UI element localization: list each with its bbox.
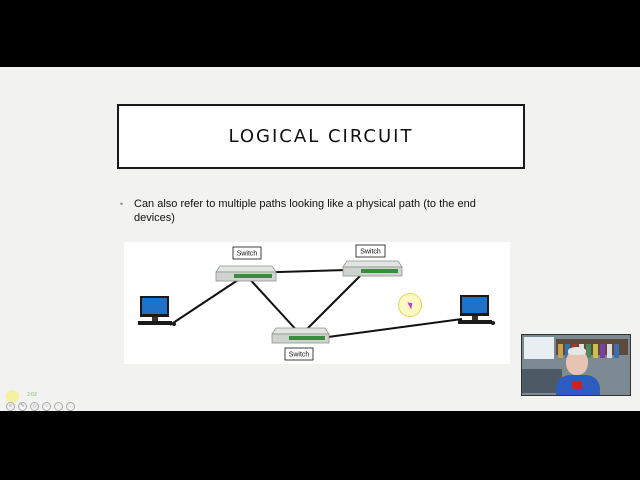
layout-icon[interactable]: ▫ <box>54 402 63 411</box>
link-left-pc-to-switch-left <box>169 275 245 326</box>
more-icon[interactable]: … <box>66 402 75 411</box>
slide: LOGICAL CIRCUIT • Can also refer to mult… <box>0 67 640 411</box>
bullet-text: Can also refer to multiple paths looking… <box>134 198 476 224</box>
pen-icon[interactable]: ✎ <box>18 402 27 411</box>
presenter-hair <box>568 347 586 355</box>
record-indicator-icon[interactable] <box>6 390 19 403</box>
bullet-point: • Can also refer to multiple paths looki… <box>120 197 490 225</box>
menu-icon[interactable]: ≡ <box>6 402 15 411</box>
link-switch-bottom-to-right-pc <box>327 318 463 338</box>
switch-bottom-label: Switch <box>289 352 310 359</box>
switch-left: Switch <box>215 246 277 282</box>
webcam-cabinet <box>522 369 562 393</box>
bullet-marker-icon: • <box>120 199 124 209</box>
shirt-logo-icon <box>572 381 582 389</box>
presenter-head <box>566 349 588 375</box>
network-diagram-svg: Switch Switch Switch <box>138 244 495 361</box>
switch-right-label: Switch <box>360 249 381 256</box>
cursor-highlight <box>398 293 422 317</box>
zoom-icon[interactable]: ○ <box>42 402 51 411</box>
link-switch-right-to-switch-bottom <box>301 275 361 335</box>
network-diagram: Switch Switch Switch <box>124 242 510 364</box>
presenter-webcam <box>521 334 631 396</box>
switch-left-label: Switch <box>237 251 258 258</box>
link-switch-left-to-switch-bottom <box>245 274 301 335</box>
webcam-bookshelf <box>556 339 628 358</box>
slide-title: LOGICAL CIRCUIT <box>228 126 414 147</box>
webcam-window <box>524 337 554 359</box>
left-computer-icon <box>138 296 176 326</box>
switch-bottom: Switch <box>271 327 330 361</box>
eraser-icon[interactable]: ◇ <box>30 402 39 411</box>
right-computer-icon <box>458 295 495 325</box>
title-box: LOGICAL CIRCUIT <box>117 104 525 169</box>
switch-right: Switch <box>342 244 403 277</box>
player-toolbar: 2:02 ≡ ✎ ◇ ○ ▫ … <box>4 386 124 412</box>
timestamp: 2:02 <box>27 392 37 398</box>
